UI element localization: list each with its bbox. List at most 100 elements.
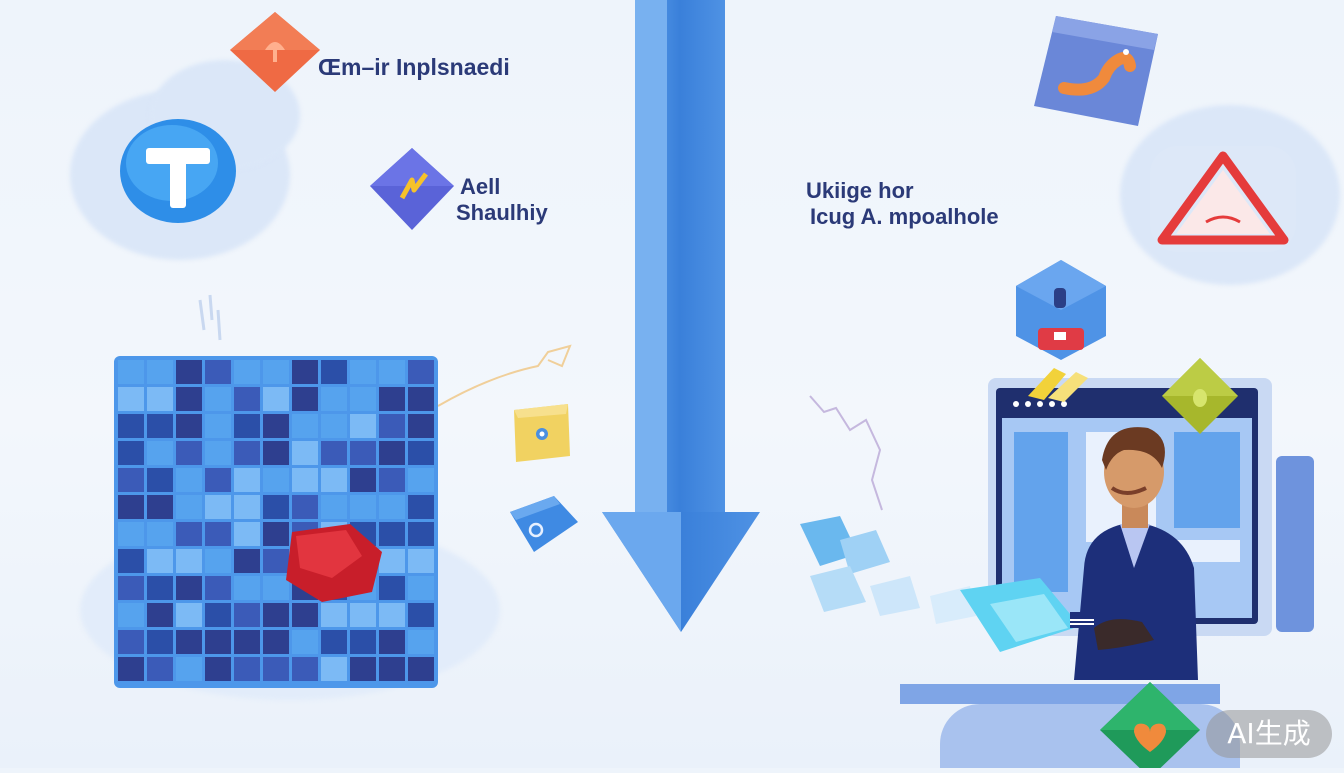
grid-cell bbox=[263, 414, 289, 438]
grid-cell bbox=[205, 522, 231, 546]
grid-cell bbox=[176, 630, 202, 654]
grid-cell bbox=[263, 576, 289, 600]
grid-cell bbox=[321, 495, 347, 519]
grid-cell bbox=[176, 549, 202, 573]
grid-cell bbox=[234, 414, 260, 438]
label-mid-left-2: Shaulhiy bbox=[456, 200, 548, 225]
grid-cell bbox=[147, 495, 173, 519]
grid-cell bbox=[234, 468, 260, 492]
grid-cell bbox=[147, 441, 173, 465]
grid-cell bbox=[205, 576, 231, 600]
grid-cell bbox=[118, 657, 144, 681]
grid-cell bbox=[234, 360, 260, 384]
grid-cell bbox=[234, 522, 260, 546]
orange-diamond-icon bbox=[228, 10, 322, 94]
grid-cell bbox=[379, 441, 405, 465]
yellow-flag-icon bbox=[1028, 368, 1088, 402]
grid-cell bbox=[292, 657, 318, 681]
grid-cell bbox=[263, 603, 289, 627]
grid-cell bbox=[118, 360, 144, 384]
grid-cell bbox=[408, 576, 434, 600]
grid-cell bbox=[408, 603, 434, 627]
label-mid-left-1: Aell bbox=[460, 174, 501, 199]
green-diamond-icon bbox=[1160, 356, 1240, 436]
grid-cell bbox=[118, 630, 144, 654]
grid-cell bbox=[176, 576, 202, 600]
grid-cell bbox=[205, 468, 231, 492]
grid-cell bbox=[263, 522, 289, 546]
grid-cell bbox=[263, 657, 289, 681]
grid-cell bbox=[118, 387, 144, 411]
grid-cell bbox=[234, 576, 260, 600]
warning-icon bbox=[1150, 146, 1296, 252]
grid-cell bbox=[234, 630, 260, 654]
grid-cell bbox=[205, 360, 231, 384]
grid-cell bbox=[350, 360, 376, 384]
grid-cell bbox=[176, 414, 202, 438]
grid-cell bbox=[147, 657, 173, 681]
yellow-tile-icon bbox=[508, 400, 574, 466]
grid-cell bbox=[205, 414, 231, 438]
grid-cell bbox=[118, 549, 144, 573]
grid-cell bbox=[292, 414, 318, 438]
grid-cell bbox=[205, 549, 231, 573]
grid-cell bbox=[379, 387, 405, 411]
grid-cell bbox=[379, 576, 405, 600]
grid-cell bbox=[292, 630, 318, 654]
grid-cell bbox=[321, 441, 347, 465]
grid-cell bbox=[176, 468, 202, 492]
grid-cell bbox=[379, 468, 405, 492]
grid-cell bbox=[147, 522, 173, 546]
grid-cell bbox=[379, 495, 405, 519]
grid-cell bbox=[176, 360, 202, 384]
grid-cell bbox=[350, 468, 376, 492]
grid-cell bbox=[350, 387, 376, 411]
grid-cell bbox=[379, 603, 405, 627]
grid-cell bbox=[118, 522, 144, 546]
heart-diamond-icon bbox=[1098, 680, 1202, 773]
grid-cell bbox=[147, 387, 173, 411]
grid-cell bbox=[321, 414, 347, 438]
label-top-left: Œm–ir Inplsnaedi bbox=[318, 54, 510, 80]
grid-cell bbox=[379, 657, 405, 681]
grid-cell bbox=[350, 414, 376, 438]
grid-cell bbox=[292, 441, 318, 465]
grid-cell bbox=[263, 630, 289, 654]
grid-cell bbox=[263, 441, 289, 465]
grid-cell bbox=[118, 414, 144, 438]
lightning-icon bbox=[368, 146, 456, 232]
snake-tile-icon bbox=[1030, 10, 1162, 130]
grid-cell bbox=[147, 414, 173, 438]
grid-cell bbox=[234, 441, 260, 465]
grid-cell bbox=[321, 630, 347, 654]
grid-cell bbox=[379, 360, 405, 384]
grid-cell bbox=[263, 360, 289, 384]
ai-generated-watermark: AI生成 bbox=[1206, 710, 1332, 758]
grid-cell bbox=[176, 387, 202, 411]
grid-cell bbox=[350, 657, 376, 681]
grid-cell bbox=[379, 414, 405, 438]
grid-cell bbox=[118, 468, 144, 492]
grid-cell bbox=[379, 630, 405, 654]
grid-cell bbox=[234, 387, 260, 411]
grid-cell bbox=[147, 576, 173, 600]
hexagon-lock-icon bbox=[1012, 258, 1110, 362]
grid-cell bbox=[408, 522, 434, 546]
grid-cell bbox=[350, 630, 376, 654]
grid-cell bbox=[379, 549, 405, 573]
grid-cell bbox=[408, 387, 434, 411]
spark-line bbox=[437, 344, 572, 407]
grid-cell bbox=[321, 657, 347, 681]
sketch-lines bbox=[198, 294, 222, 341]
grid-cell bbox=[263, 495, 289, 519]
grid-cell bbox=[263, 387, 289, 411]
grid-cell bbox=[321, 360, 347, 384]
grid-cell bbox=[408, 630, 434, 654]
grid-cell bbox=[292, 387, 318, 411]
grid-cell bbox=[147, 549, 173, 573]
grid-cell bbox=[205, 387, 231, 411]
grid-cell bbox=[292, 360, 318, 384]
grid-cell bbox=[379, 522, 405, 546]
grid-cell bbox=[350, 495, 376, 519]
grid-cell bbox=[350, 441, 376, 465]
